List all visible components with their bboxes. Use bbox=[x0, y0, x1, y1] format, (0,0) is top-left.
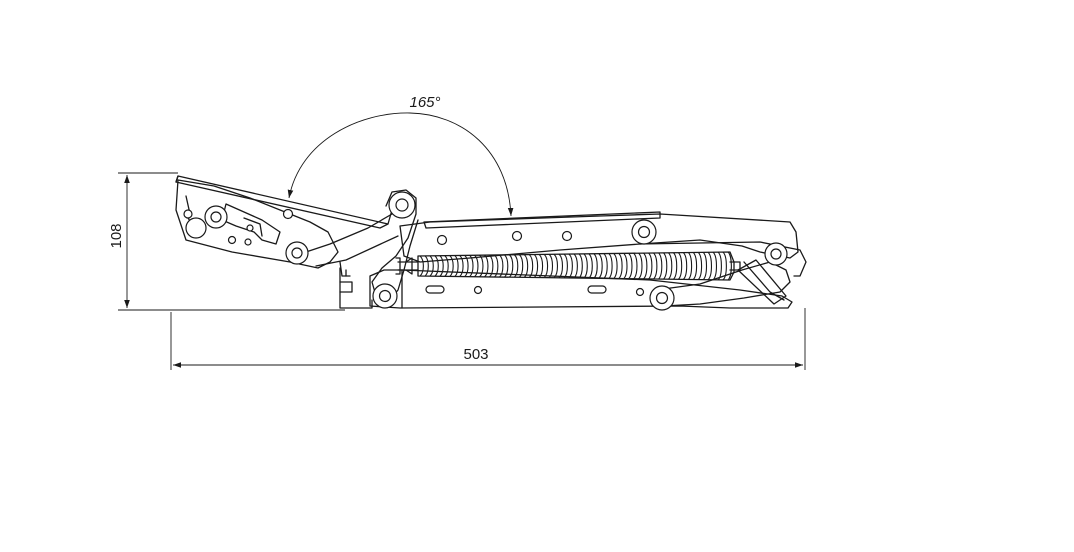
tension-spring bbox=[395, 251, 741, 281]
pivot-pins bbox=[183, 191, 788, 311]
angle-arc bbox=[287, 112, 514, 217]
angle-dimension: 165° bbox=[287, 94, 514, 217]
height-dimension-label: 108 bbox=[108, 223, 125, 248]
right-flap-plate bbox=[423, 211, 661, 229]
width-dimension-label: 503 bbox=[463, 346, 488, 363]
main-arm bbox=[399, 213, 807, 277]
central-pivot-link bbox=[371, 189, 419, 301]
fixing-holes bbox=[227, 208, 645, 297]
angle-dimension-label: 165° bbox=[409, 94, 440, 111]
width-dimension: 503 bbox=[170, 308, 806, 370]
lower-link-arm bbox=[655, 259, 791, 307]
spring-coils bbox=[419, 251, 732, 281]
left-base-block bbox=[339, 267, 373, 309]
left-bracket bbox=[175, 179, 399, 277]
height-dimension: 108 bbox=[108, 172, 345, 311]
hinge-mechanism bbox=[175, 175, 807, 311]
